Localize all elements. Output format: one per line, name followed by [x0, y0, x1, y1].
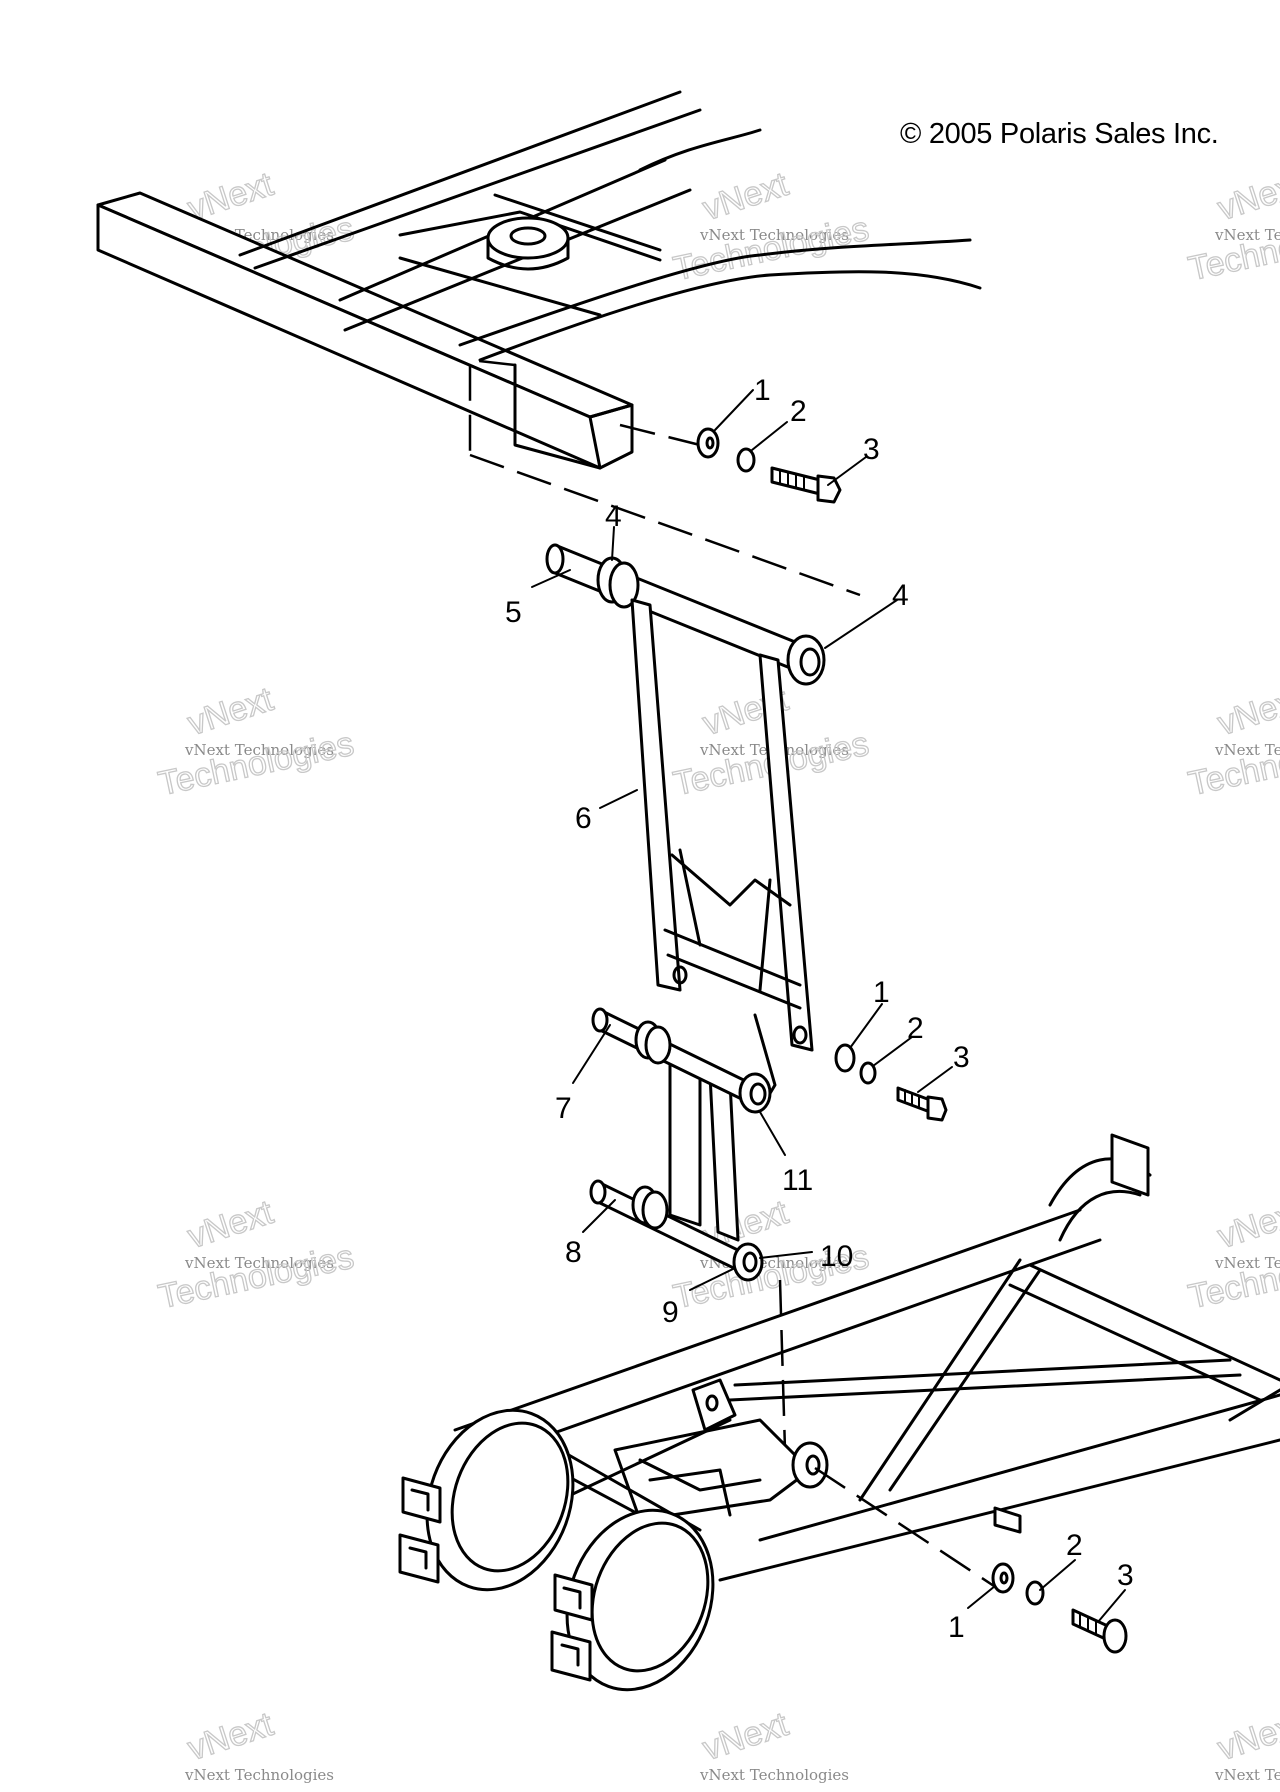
svg-text:Technologies: Technologies [670, 210, 872, 288]
callout-5: 5 [505, 596, 522, 629]
upper-pivot-shaft [591, 1007, 772, 1114]
svg-text:vNext: vNext [183, 1705, 278, 1768]
bushing [596, 556, 640, 609]
watermark: vNext vNext Technologies Technologies [154, 679, 357, 804]
svg-text:vNext Technologies: vNext Technologies [184, 741, 334, 759]
svg-text:Technologies: Technologies [155, 1238, 357, 1316]
watermark: vNext vNext Technologies [1213, 1704, 1280, 1784]
watermark: vNext vNext Technologies Technologies [154, 1192, 357, 1317]
svg-text:vNext: vNext [1213, 680, 1280, 743]
svg-text:vNext Technologies: vNext Technologies [1214, 226, 1280, 244]
axle-clamp-left [398, 1408, 575, 1592]
copyright-notice: © 2005 Polaris Sales Inc. [900, 118, 1219, 150]
svg-text:vNext: vNext [183, 680, 278, 743]
axle-clamp-right [550, 1508, 715, 1692]
callout-3-top: 3 [863, 433, 880, 466]
callout-10: 10 [820, 1240, 853, 1273]
lower-link [589, 1007, 787, 1451]
callout-9: 9 [662, 1296, 679, 1329]
upper-frame [96, 90, 982, 597]
callout-4-left: 4 [605, 500, 622, 533]
callout-1-bottom: 1 [948, 1611, 965, 1644]
svg-text:vNext Technologies: vNext Technologies [1214, 1254, 1280, 1272]
bolt [896, 1086, 948, 1122]
svg-text:vNext: vNext [1213, 1193, 1280, 1256]
svg-text:vNext: vNext [698, 1705, 793, 1768]
upper-shaft [545, 543, 826, 686]
washer [991, 1562, 1015, 1594]
lock-washer [1025, 1580, 1045, 1606]
leader-lines [531, 389, 1126, 1623]
callouts: 1 2 3 4 4 5 6 1 2 3 7 11 8 10 9 1 2 3 [505, 374, 1134, 1644]
torque-arm [630, 598, 814, 1052]
watermark: vNext vNext Technologies Technologies [669, 164, 872, 289]
lock-washer [736, 447, 756, 473]
callout-2-top: 2 [790, 395, 807, 428]
callout-1-top: 1 [754, 374, 771, 407]
rear-suspension-frame [398, 1133, 1280, 1692]
callout-11: 11 [782, 1164, 813, 1197]
svg-text:Technologies: Technologies [155, 725, 357, 803]
top-fasteners [696, 427, 842, 504]
lower-pivot-shaft [589, 1179, 764, 1282]
svg-text:vNext Technologies: vNext Technologies [699, 1766, 849, 1784]
bolt [1071, 1608, 1128, 1654]
watermark: vNext vNext Technologies Technologies [1184, 1192, 1280, 1317]
svg-text:vNext Technologies: vNext Technologies [184, 1254, 334, 1272]
callout-2-mid: 2 [907, 1012, 924, 1045]
callout-3-mid: 3 [953, 1041, 970, 1074]
washer [834, 1043, 856, 1073]
svg-text:vNext: vNext [183, 1193, 278, 1256]
svg-text:vNext Technologies: vNext Technologies [1214, 1766, 1280, 1784]
callout-2-bottom: 2 [1066, 1529, 1083, 1562]
callout-1-mid: 1 [873, 976, 890, 1009]
watermark: vNext vNext Technologies [183, 1704, 334, 1784]
watermark: vNext vNext Technologies Technologies [1184, 679, 1280, 804]
watermark: vNext vNext Technologies Technologies [1184, 164, 1280, 289]
callout-4-right: 4 [892, 579, 909, 612]
bolt [770, 466, 842, 504]
bushing [786, 634, 826, 686]
svg-text:vNext Technologies: vNext Technologies [184, 1766, 334, 1784]
washer [696, 427, 720, 459]
svg-text:vNext Technologies: vNext Technologies [1214, 741, 1280, 759]
callout-3-bottom: 3 [1117, 1559, 1134, 1592]
svg-text:vNext: vNext [698, 165, 793, 228]
lower-fasteners [991, 1562, 1128, 1654]
callout-6: 6 [575, 802, 592, 835]
svg-text:vNext: vNext [1213, 165, 1280, 228]
svg-text:vNext Technologies: vNext Technologies [699, 226, 849, 244]
lock-washer [859, 1061, 877, 1085]
svg-text:vNext: vNext [1213, 1705, 1280, 1768]
mid-fasteners [834, 1043, 948, 1122]
watermark: vNext vNext Technologies [698, 1704, 849, 1784]
callout-8: 8 [565, 1236, 582, 1269]
callout-7: 7 [555, 1092, 572, 1125]
